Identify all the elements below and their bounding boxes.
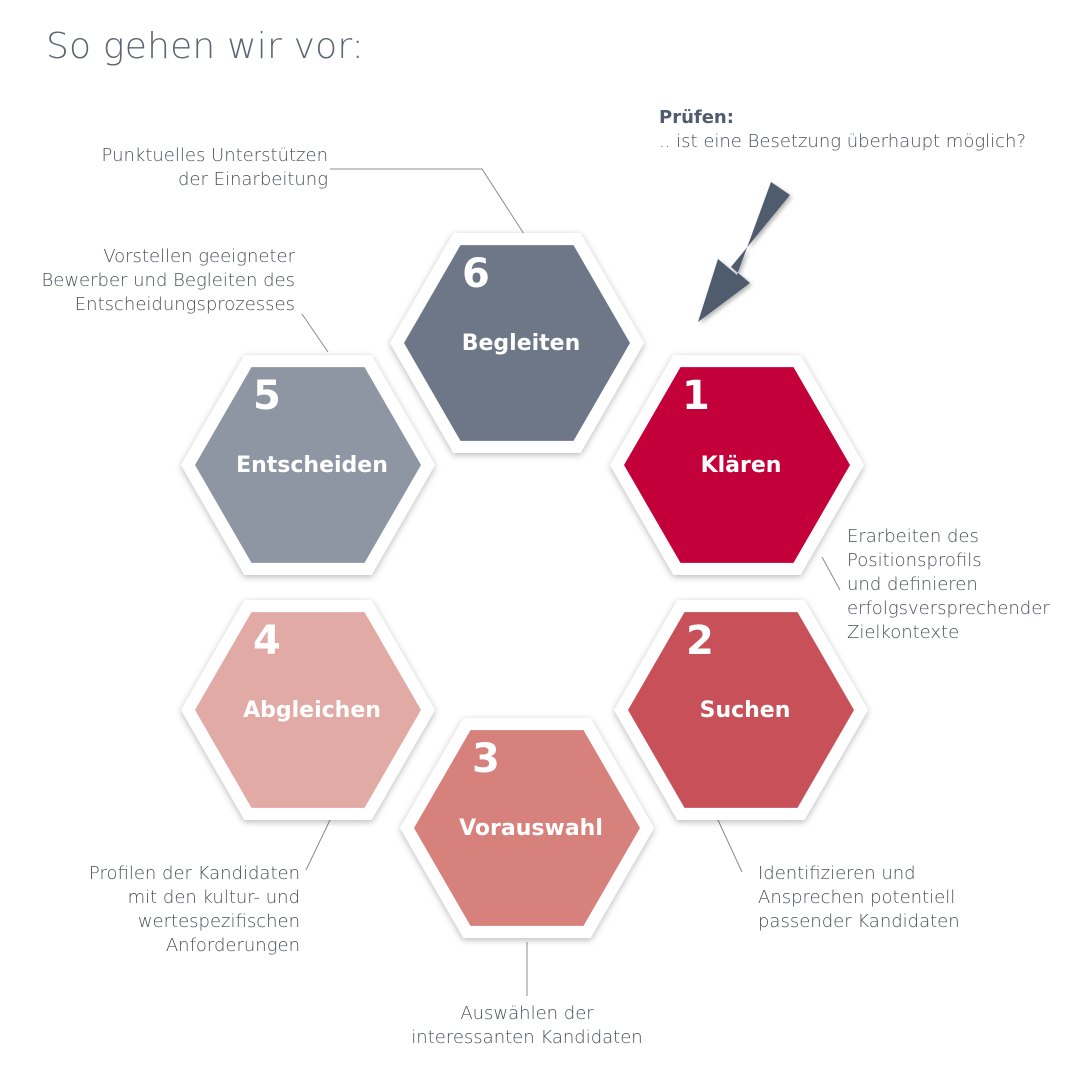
description-line: erfolgsversprechender [847,598,1050,619]
description-line: Profilen der Kandidaten [88,863,300,884]
hexagon-fill [195,367,421,563]
description-line: Punktuelles Unterstützen [101,145,328,166]
step-number: 4 [253,618,281,664]
leader-line-step-5 [301,313,329,353]
hexagon-fill [414,730,640,926]
hexagon-fill [195,612,421,808]
check-heading: Prüfen: [659,107,734,128]
description-line: Vorstellen geeigneter [103,246,295,267]
description-line: Entscheidungsprozesses [74,294,295,315]
check-text: .. ist eine Besetzung überhaupt möglich? [659,131,1027,152]
leader-line-step-6 [330,168,525,235]
description-line: interessanten Kandidaten [411,1027,643,1048]
description-line: wertespezifischen [137,911,300,932]
check-arrow-icon [698,182,790,322]
step-number: 2 [686,618,714,664]
step-label: Entscheiden [236,453,388,478]
step-label: Klären [701,453,782,478]
step-1-description: Erarbeiten des Positionsprofils und defi… [847,525,1050,645]
step-2-description: Identifizieren und Ansprechen potentiell… [758,862,960,934]
description-line: Zielkontexte [847,622,960,643]
step-number: 6 [462,251,490,297]
page-title: So gehen wir vor: [46,26,365,67]
description-line: Positionsprofils [847,550,982,571]
step-4-description: Profilen der Kandidaten mit den kultur- … [89,862,300,958]
step-number: 5 [253,373,281,419]
description-line: der Einarbeitung [177,169,328,190]
hexagon-layer: 1Klären2Suchen3Vorauswahl4Abgleichen5Ent… [181,233,868,938]
step-3-description: Auswählen der interessanten Kandidaten [377,1002,677,1050]
step-number: 3 [472,736,500,782]
step-label: Vorauswahl [459,816,603,841]
description-line: Bewerber und Begleiten des [41,270,295,291]
check-note: Prüfen: .. ist eine Besetzung überhaupt … [659,106,1026,154]
description-line: Anforderungen [165,935,300,956]
description-line: passender Kandidaten [758,911,960,932]
step-number: 1 [682,373,710,419]
description-line: Auswählen der [460,1003,594,1024]
hexagon-fill [404,245,630,441]
step-6-description: Punktuelles Unterstützen der Einarbeitun… [102,144,328,192]
leader-line-step-1 [821,556,841,591]
leader-line-step-2 [717,819,743,873]
leader-line-step-4 [305,819,331,871]
step-label: Suchen [700,698,791,723]
description-line: Identifizieren und [758,863,916,884]
hexagon-fill [628,612,854,808]
description-line: Erarbeiten des [847,526,979,547]
hexagon-fill [624,367,850,563]
description-line: Ansprechen potentiell [758,887,956,908]
step-5-description: Vorstellen geeigneter Bewerber und Begle… [41,245,295,317]
leader-lines [301,168,841,996]
description-line: mit den kultur- und [127,887,300,908]
description-line: und definieren [847,574,978,595]
step-label: Abgleichen [243,698,381,723]
step-label: Begleiten [462,331,581,356]
